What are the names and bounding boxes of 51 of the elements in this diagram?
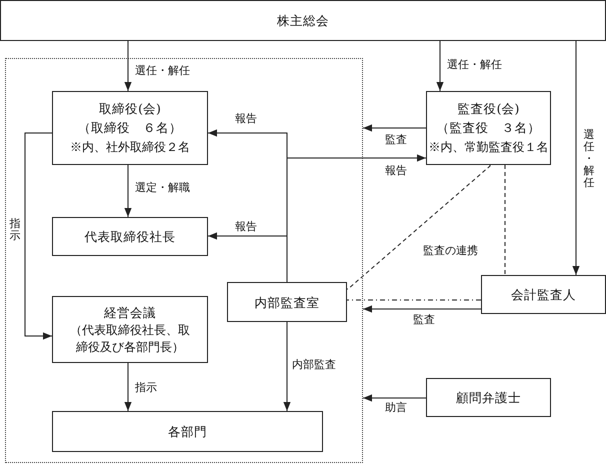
box-title: 取締役(会) — [99, 100, 161, 118]
box-title: 各部門 — [168, 423, 207, 441]
edge-label: 選任・解任 — [134, 64, 191, 77]
arrow — [572, 40, 580, 276]
box-text: （監査役 ３名） — [436, 119, 540, 137]
box-title: 経営会議 — [104, 304, 156, 322]
note-label: 監査の連携 — [422, 244, 479, 257]
box-title: 会計監査人 — [511, 286, 576, 304]
edge-label: 監査 — [412, 313, 436, 326]
box-text: （取締役 ６名） — [78, 119, 182, 137]
arrow — [362, 394, 426, 402]
arrow — [362, 124, 426, 132]
arrow — [283, 322, 291, 412]
box-title: 内部監査室 — [254, 294, 320, 312]
edge-label: 選定・解職 — [134, 181, 191, 194]
edge-label: 報告 — [384, 164, 408, 177]
arrow — [24, 132, 52, 340]
box-text: ※内、社外取締役２名 — [70, 139, 190, 156]
process-box — [52, 217, 208, 256]
arrow — [124, 40, 132, 92]
arrow — [286, 154, 426, 282]
box-title: 監査役(会) — [458, 100, 520, 118]
box-title: 代表取締役社長 — [84, 228, 176, 246]
process-box — [426, 91, 551, 165]
process-box — [52, 91, 208, 165]
dashed-connector — [346, 164, 490, 290]
process-box — [426, 378, 551, 417]
arrow — [436, 40, 444, 92]
process-box — [481, 275, 606, 314]
edge-label: 報告 — [234, 112, 258, 125]
box-text: ※内、常勤監査役１名 — [428, 139, 548, 156]
box-title: 株主総会 — [277, 12, 329, 30]
process-box — [227, 282, 347, 322]
edge-label: 内部監査 — [291, 358, 337, 371]
box-title: 顧問弁護士 — [456, 389, 521, 407]
edge-label: 選任・解任 — [582, 128, 596, 190]
arrow — [124, 362, 132, 412]
edge-label: 報告 — [234, 220, 258, 233]
process-box — [52, 296, 208, 363]
edge-label: 指示 — [134, 381, 158, 394]
arrow — [124, 164, 132, 218]
company-boundary — [5, 58, 363, 463]
edge-label: 選任・解任 — [446, 58, 503, 71]
process-box — [52, 411, 323, 452]
dashed-connector — [504, 164, 506, 276]
edge-label: 監査 — [384, 133, 408, 146]
arrow — [362, 305, 482, 313]
edge-label: 助言 — [384, 401, 408, 414]
process-box — [0, 0, 606, 41]
box-text: （代表取締役社長、取締役及び各部門長） — [69, 322, 191, 356]
edge-label: 指示 — [8, 217, 22, 243]
